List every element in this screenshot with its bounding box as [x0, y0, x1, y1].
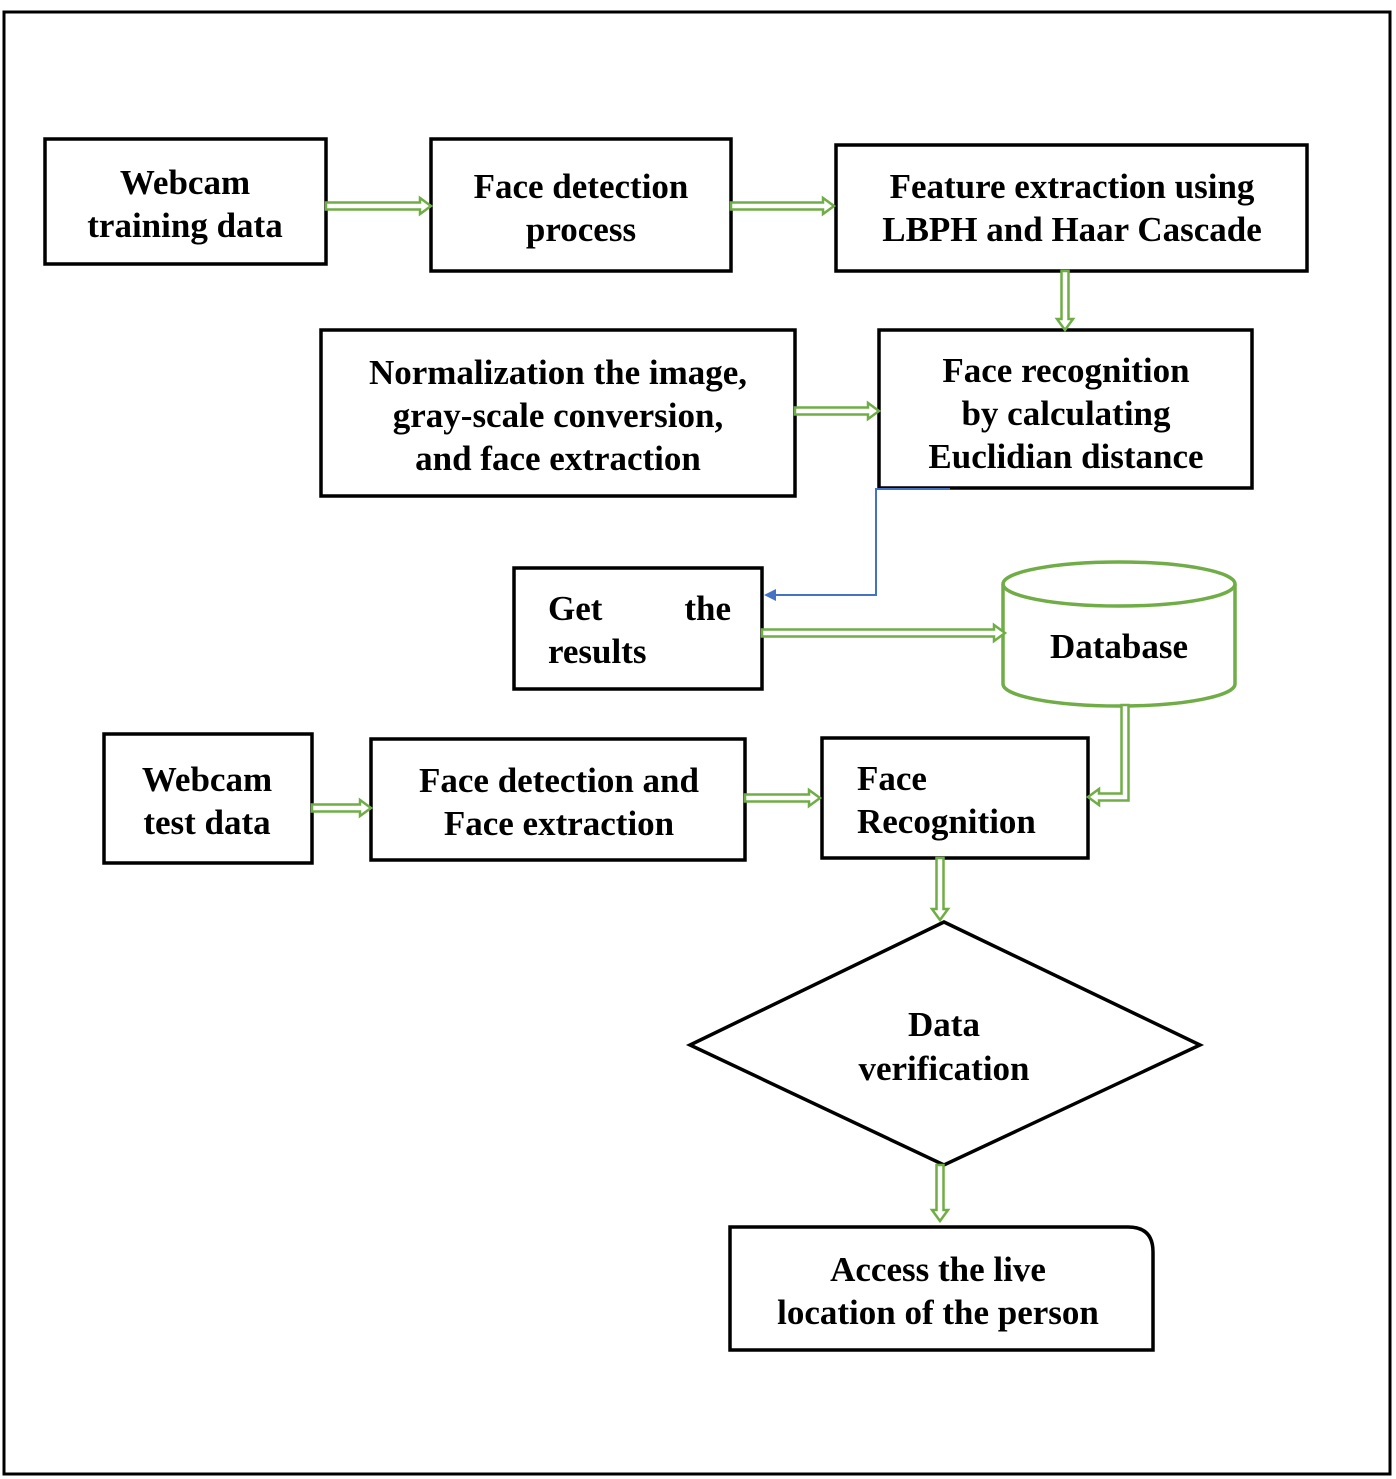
- database-label-line-1: Database: [1050, 627, 1188, 666]
- face-detection-extraction-label-line-1: Face detection and: [419, 761, 699, 800]
- webcam-training-label-line-2: training data: [87, 206, 282, 245]
- green-arrows: [310, 195, 1130, 1224]
- blue-connector-arrow: [764, 488, 950, 601]
- arrow-face-recognition-to-verification: [929, 856, 951, 923]
- feature-extraction-label-line-1: Feature extraction using: [890, 167, 1255, 206]
- normalization-label-line-1: Normalization the image,: [369, 353, 747, 392]
- database-cylinder: [1001, 560, 1237, 708]
- face-detection-extraction-box: [369, 737, 747, 862]
- webcam-training-label-line-1: Webcam: [120, 163, 250, 202]
- get-results-label-get: Get: [548, 589, 603, 628]
- normalization-label-line-3: and face extraction: [415, 439, 701, 478]
- arrow-normalization-to-recognition: [793, 400, 882, 422]
- arrow-detection-to-face-recognition: [743, 787, 823, 809]
- feature-extraction-label-line-2: LBPH and Haar Cascade: [882, 210, 1262, 249]
- arrow-webcam-test-to-detection: [310, 797, 374, 819]
- get-results-label-the: the: [684, 589, 731, 628]
- arrow-database-to-face-recognition: [1085, 703, 1130, 808]
- face-recognition-euclid-label-line-1: Face recognition: [942, 351, 1189, 390]
- arrow-webcam-to-detection: [324, 195, 434, 217]
- arrow-results-to-database: [760, 622, 1008, 644]
- arrow-verification-to-access: [929, 1163, 951, 1224]
- arrow-detection-to-feature: [729, 195, 837, 217]
- data-verification-label-line-2: verification: [858, 1049, 1029, 1088]
- data-verification-label-line-1: Data: [908, 1005, 980, 1044]
- face-detection-process-label-line-1: Face detection: [474, 167, 689, 206]
- outer-frame: [2, 10, 1392, 1476]
- face-detection-extraction-label-line-2: Face extraction: [444, 804, 674, 843]
- arrow-feature-to-recognition: [1054, 269, 1076, 333]
- webcam-test-label-line-1: Webcam: [142, 760, 272, 799]
- face-detection-process-box: [429, 137, 733, 273]
- face-recognition-label-line-1: Face: [857, 759, 927, 798]
- labels: Webcam training data Face detection process…: [87, 163, 1261, 1332]
- face-recognition-euclid-label-line-3: Euclidian distance: [928, 437, 1203, 476]
- face-recognition-euclid-box: [877, 328, 1254, 490]
- face-recognition-euclid-label-line-2: by calculating: [961, 394, 1171, 433]
- access-location-label-line-1: Access the live: [830, 1250, 1046, 1289]
- webcam-test-box: [102, 732, 314, 865]
- webcam-test-label-line-2: test data: [143, 803, 270, 842]
- face-detection-process-label-line-2: process: [526, 210, 636, 249]
- webcam-training-box: [43, 137, 328, 266]
- normalization-label-line-2: gray-scale conversion,: [393, 396, 723, 435]
- face-recognition-label-line-2: Recognition: [857, 802, 1036, 841]
- feature-extraction-box: [834, 143, 1309, 273]
- access-location-label-line-2: location of the person: [777, 1293, 1099, 1332]
- get-results-box: [512, 566, 764, 691]
- access-location-box: [728, 1225, 1155, 1352]
- get-results-label-results: results: [548, 632, 647, 671]
